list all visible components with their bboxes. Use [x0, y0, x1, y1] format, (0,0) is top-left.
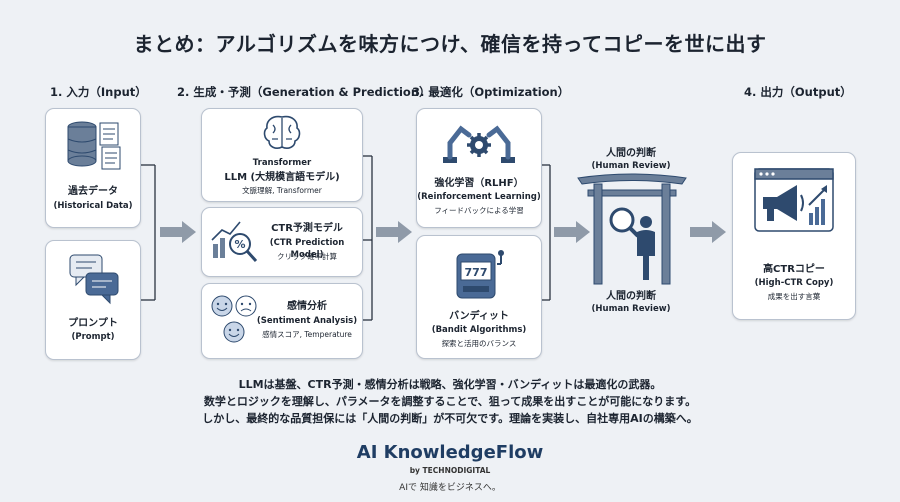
summary-line-3: しかし、最終的な品質担保には「人間の判断」が不可欠です。理論を実装し、自社専用A… [202, 412, 698, 425]
ctr-model-sub: (CTR Prediction Model) [269, 238, 345, 260]
slot-machine-icon: 777 [456, 250, 504, 299]
column-header-generation: 2. 生成・予測（Generation & Prediction） [177, 85, 431, 99]
review-bottom-sub: (Human Review) [591, 304, 671, 314]
torii-gate-reviewer-icon [577, 173, 687, 285]
output-sub: (High-CTR Copy) [754, 278, 834, 288]
card-llm: Transformer LLM (大規模言語モデル) 文脈理解, Transfo… [201, 108, 363, 202]
rlhf-note: フィードバックによる学習 [434, 206, 524, 215]
column-header-input: 1. 入力（Input） [50, 85, 147, 99]
llm-note: 文脈理解, Transformer [242, 186, 322, 195]
brand-tagline: AIで 知識をビジネスへ。 [399, 483, 501, 493]
brain-circuit-icon [263, 115, 301, 149]
brand-by: by TECHNODIGITAL [409, 466, 491, 475]
bandit-note: 探索と活用のバランス [441, 339, 517, 348]
arrow-optimization-to-review [554, 221, 590, 243]
arrow-input-to-generation [160, 221, 196, 243]
card-rlhf: 強化学習（RLHF） (Reinforcement Learning) フィード… [416, 108, 542, 228]
sentiment-label: 感情分析 [287, 301, 327, 312]
summary-line-1: LLMは基盤、CTR予測・感情分析は戦略、強化学習・バンディットは最適化の武器。 [238, 378, 662, 391]
page-title: まとめ：アルゴリズムを味方につけ、確信を持ってコピーを世に出す [133, 32, 767, 56]
sentiment-sub: (Sentiment Analysis) [256, 316, 358, 326]
card-bandit: 777 バンディット (Bandit Algorithms) 探索と活用のバラン… [416, 235, 542, 359]
summary-text: LLMは基盤、CTR予測・感情分析は戦略、強化学習・バンディットは最適化の武器。… [0, 376, 900, 427]
output-label: 高CTRコピー [763, 264, 825, 275]
brand-name: AI KnowledgeFlow [356, 442, 544, 463]
prompt-sub: (Prompt) [71, 332, 115, 342]
chart-magnifier-icon: % [211, 221, 258, 263]
review-top-label: 人間の判断 [606, 148, 656, 159]
historical-data-sub: (Historical Data) [53, 201, 133, 211]
megaphone-growth-icon [754, 168, 834, 232]
svg-text:%: % [234, 238, 245, 251]
llm-top-label: Transformer [252, 158, 312, 168]
bandit-label: バンディット [449, 311, 509, 322]
arrow-review-to-output [690, 221, 726, 243]
chat-bubbles-icon [69, 254, 119, 305]
rlhf-label: 強化学習（RLHF） [434, 178, 524, 189]
rlhf-sub: (Reinforcement Learning) [417, 192, 541, 202]
llm-label: LLM (大規模言語モデル) [224, 172, 340, 183]
bandit-sub: (Bandit Algorithms) [431, 325, 527, 335]
sentiment-note: 感情スコア, Temperature [262, 330, 352, 339]
review-top-sub: (Human Review) [591, 161, 671, 171]
card-output: 高CTRコピー (High-CTR Copy) 成果を出す言葉 [732, 152, 856, 320]
prompt-label: プロンプト [68, 318, 118, 329]
ctr-model-label: CTR予測モデル [271, 223, 343, 234]
database-documents-icon [67, 121, 121, 170]
card-ctr-model: % CTR予測モデル (CTR Prediction Model) クリック確率… [201, 207, 363, 277]
emotion-faces-icon [211, 295, 257, 343]
column-header-optimization: 3. 最適化（Optimization） [412, 85, 570, 99]
review-bottom-label: 人間の判断 [606, 291, 656, 302]
summary-line-2: 数学とロジックを理解し、パラメータを調整することで、狙って成果を出すことが可能に… [203, 395, 697, 408]
historical-data-label: 過去データ [68, 186, 118, 197]
card-sentiment: 感情分析 (Sentiment Analysis) 感情スコア, Tempera… [201, 283, 363, 359]
card-prompt: プロンプト (Prompt) [45, 240, 141, 360]
card-historical-data: 過去データ (Historical Data) [45, 108, 141, 228]
column-header-output: 4. 出力（Output） [744, 85, 852, 99]
output-note: 成果を出す言葉 [767, 292, 821, 301]
robot-arms-gear-icon [443, 125, 515, 163]
svg-text:777: 777 [465, 266, 488, 279]
arrow-generation-to-optimization [376, 221, 412, 243]
ctr-model-note: クリック確率計算 [277, 252, 337, 261]
